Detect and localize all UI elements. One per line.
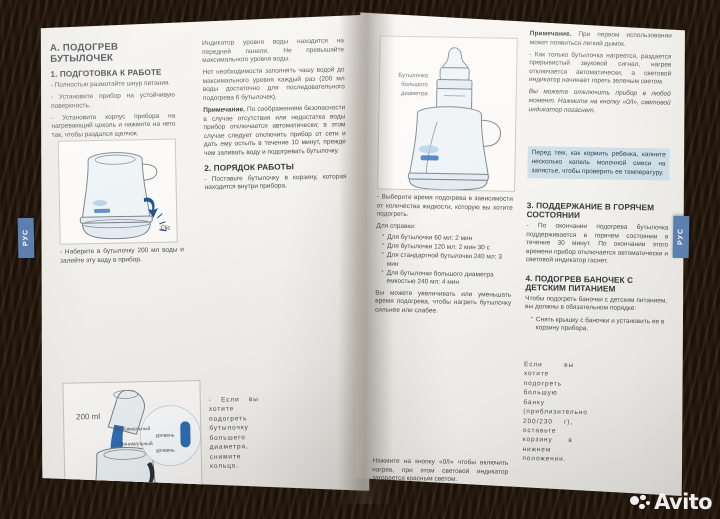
svg-text:Clic: Clic: [160, 226, 170, 232]
right-page: Бутылочка большого диаметра - Выберите в…: [352, 5, 691, 501]
large-bottle-drawing: Бутылочка большого диаметра: [378, 37, 517, 191]
first-use-note-label: Примечание.: [529, 30, 572, 38]
warming-time-list: Для бутылочки 60 мл: 2 мин Для бутылочки…: [381, 233, 512, 288]
jars-bullet-list: Снять крышку с баночки и установить ее в…: [531, 316, 667, 336]
list-item: Для бутылочки большого диаметра емкостью…: [381, 269, 511, 288]
reference-intro: Для справки:: [376, 222, 416, 231]
left-column-1: A. ПОДОГРЕВ БУТЫЛОЧЕК 1. ПОДГОТОВКА К РА…: [50, 41, 176, 144]
safety-note: Примечание. По соображениям безопасности…: [203, 104, 346, 158]
svg-text:диаметра: диаметра: [401, 91, 429, 97]
language-tab-left: РУС: [17, 217, 35, 259]
safety-note-label: Примечание.: [203, 106, 245, 115]
open-booklet: A. ПОДОГРЕВ БУТЫЛОЧЕК 1. ПОДГОТОВКА К РА…: [38, 4, 686, 504]
first-use-note: Примечание. При первом использовании мож…: [530, 30, 672, 50]
prep-step-1: - Полностью размотайте шнур питания.: [50, 79, 171, 89]
svg-text:уровень: уровень: [156, 433, 175, 439]
large-jar-text: Если вы хотите подогреть большую банку (…: [522, 361, 588, 464]
heating-complete-text: - Как только бутылочка нагреется, раздае…: [528, 50, 672, 86]
left-column-2: Индикатор уровня воды находится на перед…: [202, 37, 347, 196]
prep-step-3: - Установите корпус прибора на нагревающ…: [51, 112, 176, 139]
svg-text:200 ml: 200 ml: [76, 412, 100, 421]
water-capacity-text: Нет необходимости заполнять чашу водой д…: [202, 66, 345, 102]
adjust-time-text: Вы можете увеличивать или уменьшать врем…: [374, 289, 512, 315]
svg-text:Максимальный: Максимальный: [115, 425, 151, 433]
warmer-click-drawing: Clic: [59, 140, 177, 244]
power-button-text: Нажмите на кнопку «0/I» чтобы включить н…: [371, 457, 509, 484]
section-2-heading: 2. ПОРЯДОК РАБОТЫ: [204, 161, 294, 173]
svg-text:большого: большого: [401, 82, 429, 88]
list-item: Снять крышку с баночки и установить ее в…: [531, 316, 667, 336]
list-item: Для стандартной бутылочки 240 мл: 3 мин: [382, 252, 512, 271]
svg-text:Минимальный: Минимальный: [119, 440, 153, 448]
left-page: A. ПОДОГРЕВ БУТЫЛОЧЕК 1. ПОДГОТОВКА К РА…: [33, 15, 372, 497]
filling-water-drawing: 200 ml TEFAL Максимальный: [63, 381, 202, 519]
jars-intro-text: Чтобы подогреть баночки с детским питани…: [524, 294, 668, 313]
water-indicator-text: Индикатор уровня воды находится на перед…: [201, 37, 345, 65]
svg-text:Бутылочка: Бутылочка: [398, 73, 429, 80]
section-1-heading: 1. ПОДГОТОВКА К РАБОТЕ: [50, 67, 162, 79]
figure-filling-water: 200 ml TEFAL Максимальный: [62, 380, 203, 519]
temperature-check-highlight: Перед тем, как кормить ребенка, капните …: [527, 146, 670, 181]
choose-time-text: - Выберите время подогрева в зависимости…: [376, 193, 513, 219]
figure-large-diameter-bottle: Бутылочка большого диаметра: [377, 36, 518, 192]
section-3-heading: 3. ПОДДЕРЖАНИЕ В ГОРЯЧЕМ СОСТОЯНИИ: [526, 201, 655, 221]
section-a-heading: A. ПОДОГРЕВ БУТЫЛОЧЕК: [49, 41, 119, 65]
right-column-4-lower: 3. ПОДДЕРЖАНИЕ В ГОРЯЧЕМ СОСТОЯНИИ - По …: [525, 196, 669, 338]
figure-bottle-warmer-click: Clic: [58, 139, 178, 245]
right-column-3: - Выберите время подогрева в зависимости…: [375, 193, 513, 320]
prep-step-2: - Установите прибор на устойчивую поверх…: [50, 91, 175, 110]
keep-warm-text: - По окончании подогрева бутылочка подде…: [525, 222, 669, 265]
right-column-4: Примечание. При первом использовании мож…: [528, 30, 672, 120]
language-tab-right: РУС: [672, 215, 690, 259]
turn-off-anytime-text: Вы можете отключить прибор в любой момен…: [528, 88, 671, 114]
svg-text:уровень: уровень: [156, 448, 175, 454]
remove-ring-text: - Если вы хотите подогреть бутылочку бол…: [208, 395, 259, 470]
basket-instruction: - Поставьте бутылочку в корзину, которая…: [204, 172, 347, 192]
svg-text:TEFAL: TEFAL: [111, 485, 126, 490]
fill-water-caption: - Наберите в бутылочку 200 мл воды и зал…: [59, 246, 184, 265]
section-4-heading: 4. ПОДОГРЕВ БАНОЧЕК С ДЕТСКИМ ПИТАНИЕМ: [525, 273, 634, 294]
